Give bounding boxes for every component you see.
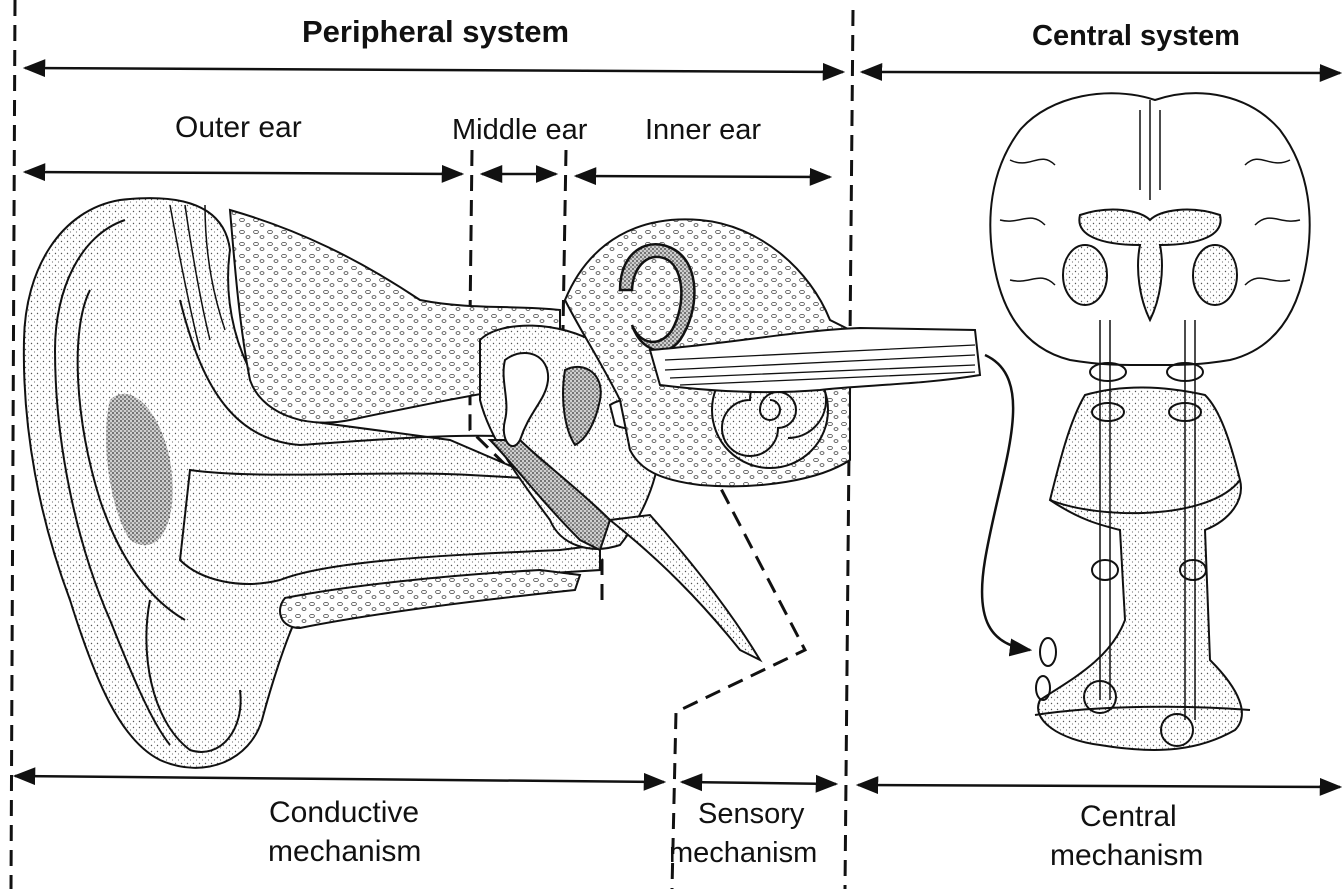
sensory-mechanism-label-line2: mechanism: [669, 839, 817, 868]
conductive-mechanism-label-line1: Conductive: [269, 798, 419, 828]
outer-ear-arrow: [25, 172, 462, 174]
nerve-entry: [1036, 676, 1050, 700]
left-thalamus: [1063, 245, 1107, 305]
pathway-node: [1092, 560, 1118, 580]
conductive-mechanism-label-line2: mechanism: [268, 837, 421, 867]
peripheral-system-label: Peripheral system: [302, 16, 569, 47]
central-system-label: Central system: [1032, 22, 1240, 51]
peripheral-system-arrow: [25, 68, 843, 72]
right-thalamus: [1193, 245, 1237, 305]
pathway-node: [1090, 363, 1126, 381]
central-mechanism-label-line1: Central: [1080, 802, 1177, 832]
sensory-mechanism-label-line1: Sensory: [698, 800, 804, 829]
brainstem: [1038, 388, 1242, 751]
left-boundary-line: [11, 0, 15, 889]
middle-ear-label: Middle ear: [452, 116, 587, 145]
inner-ear-label: Inner ear: [645, 116, 761, 145]
outer-ear-illustration: [24, 198, 600, 768]
central-mechanism-arrow: [858, 785, 1340, 787]
sensory-mechanism-arrow: [682, 782, 836, 784]
central-system-arrow: [862, 72, 1340, 73]
eustachian-tube: [610, 515, 760, 660]
central-mechanism-label-line2: mechanism: [1050, 841, 1203, 871]
outer-ear-label: Outer ear: [175, 113, 302, 143]
nerve-entry: [1040, 638, 1056, 666]
conductive-mechanism-arrow: [15, 776, 664, 782]
nerve-to-brainstem-arrow: [982, 355, 1030, 650]
inner-ear-arrow: [576, 176, 830, 177]
middle-ear-left-boundary-line: [470, 150, 472, 320]
central-system-illustration: [990, 93, 1309, 750]
